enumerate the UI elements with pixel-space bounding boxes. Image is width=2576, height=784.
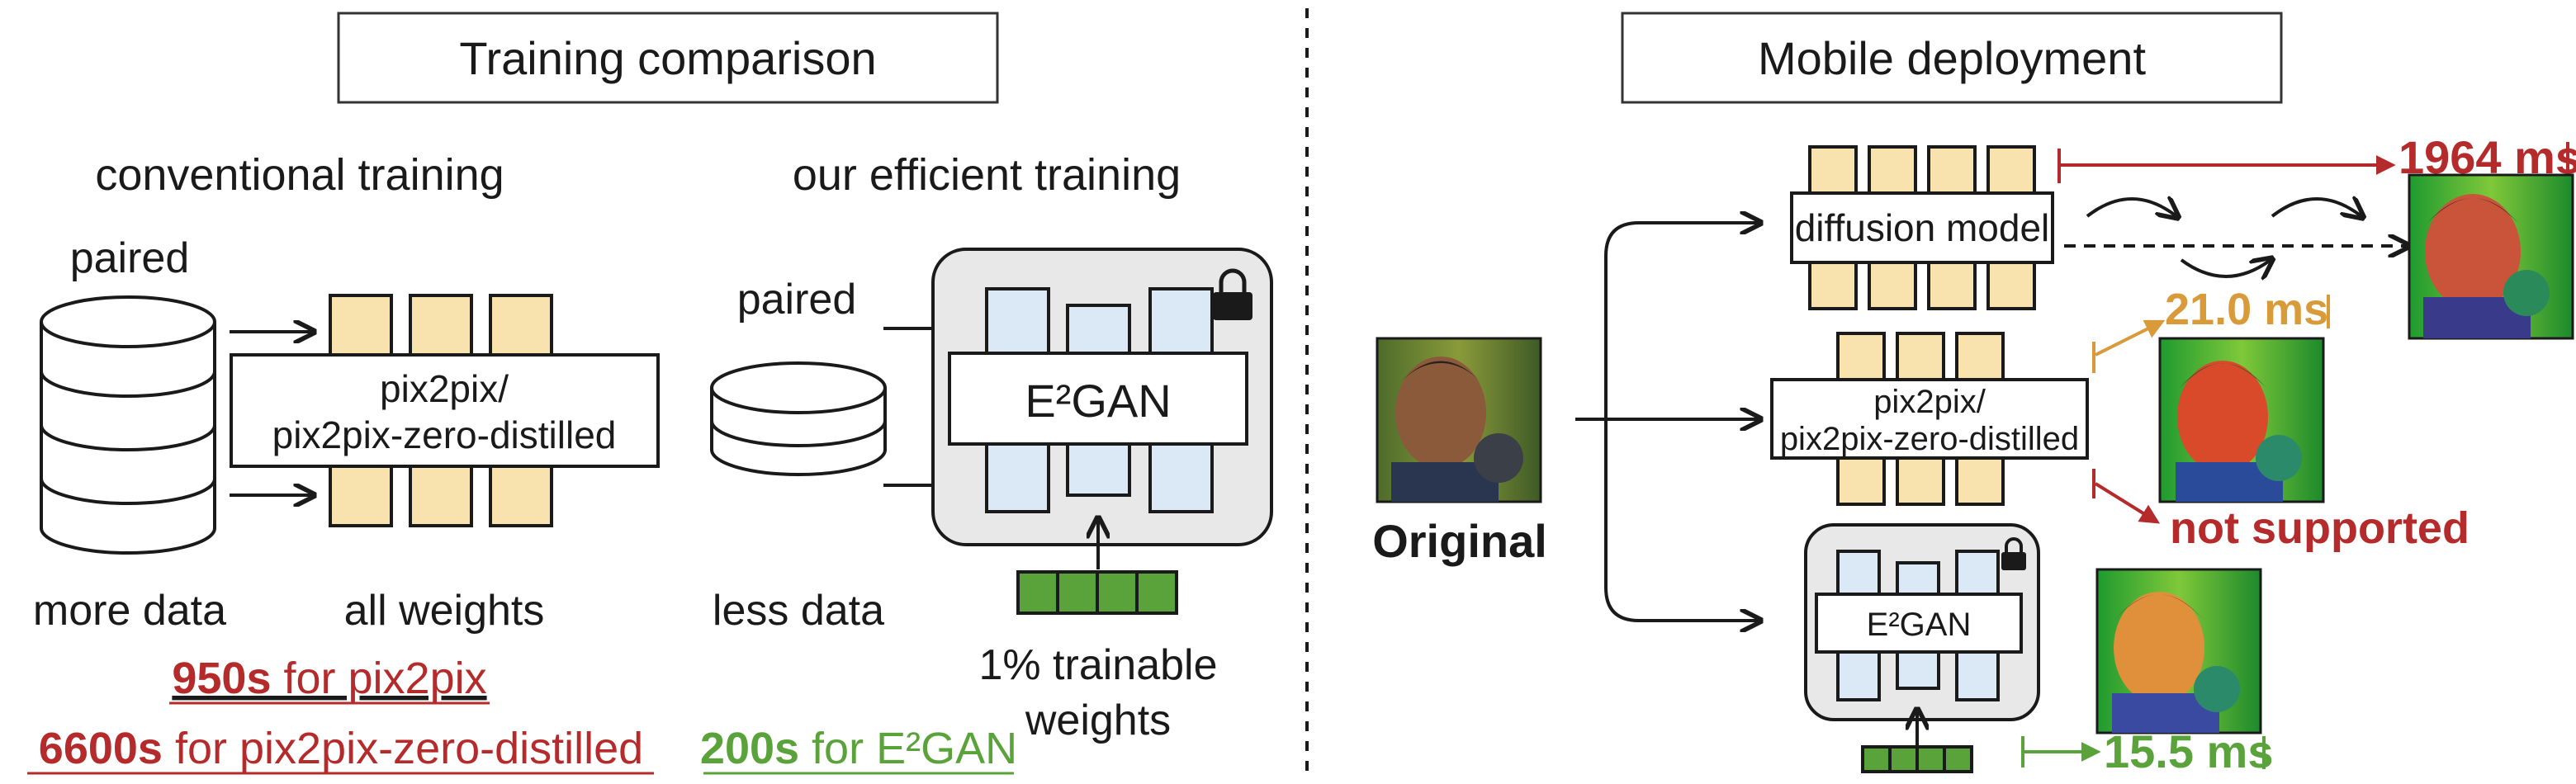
- paired-label-efficient: paired: [737, 276, 857, 324]
- database-large-icon: [40, 295, 216, 555]
- trainable-weights-blocks: [1016, 570, 1178, 615]
- diffusion-step-arrows: [2064, 199, 2407, 276]
- training-title: Training comparison: [459, 32, 876, 84]
- more-data-caption: more data: [33, 587, 226, 635]
- e2gan-label: E²GAN: [1025, 375, 1171, 427]
- unsupported-label: not supported: [2170, 503, 2469, 553]
- mobile-title-box: [1621, 12, 2283, 104]
- pix2pix-time-arrow: [2095, 319, 2166, 357]
- weights-blocks-conventional: [329, 294, 553, 527]
- unsupported-arrow: [2094, 482, 2161, 524]
- diffusion-output-photo: [2408, 173, 2574, 340]
- trainable-line1: 1% trainable: [978, 641, 1217, 689]
- e2gan-time: 15.5 ms: [2104, 725, 2274, 777]
- pix2pix-line2: pix2pix-zero-distilled: [1780, 421, 2079, 457]
- pix2pix-line1: pix2pix/: [1873, 384, 1986, 420]
- efficient-heading: our efficient training: [793, 150, 1181, 200]
- pix2pix-output-photo: [2158, 337, 2325, 503]
- training-title-box: [337, 12, 999, 104]
- conventional-model-line2: pix2pix-zero-distilled: [272, 413, 617, 456]
- branch-arrows: [1575, 223, 1759, 621]
- e2gan-box: [948, 352, 1248, 446]
- timing-pix2pix: 950s for pix2pix: [172, 654, 486, 703]
- diffusion-model-box: [1790, 191, 2054, 264]
- e2gan-mobile-trainable: [1861, 745, 1973, 773]
- e2gan-mobile-box: [1815, 593, 2023, 654]
- database-small-icon: [710, 361, 887, 476]
- timing-e2gan: 200s for E²GAN: [700, 724, 1017, 773]
- original-label: Original: [1372, 515, 1547, 567]
- e2gan-output-photo: [2095, 568, 2262, 734]
- conventional-heading: conventional training: [95, 150, 504, 200]
- pix2pix-box: [1770, 378, 2089, 460]
- lock-icon: [1213, 268, 1252, 320]
- timing-pix2pix-zero: 6600s for pix2pix-zero-distilled: [39, 724, 643, 773]
- lock-icon-small: [2001, 537, 2026, 570]
- paired-label-conventional: paired: [70, 234, 190, 282]
- trainable-line2: weights: [1025, 697, 1171, 744]
- mobile-title: Mobile deployment: [1758, 32, 2146, 84]
- conventional-model-box: [230, 353, 660, 468]
- original-photo: [1376, 337, 1542, 503]
- pix2pix-time: 21.0 ms: [2165, 285, 2328, 334]
- diffusion-model-label: diffusion model: [1795, 206, 2050, 249]
- less-data-caption: less data: [713, 587, 884, 635]
- all-weights-caption: all weights: [344, 587, 545, 635]
- conventional-model-line1: pix2pix/: [380, 367, 509, 410]
- e2gan-mobile-label: E²GAN: [1867, 607, 1972, 643]
